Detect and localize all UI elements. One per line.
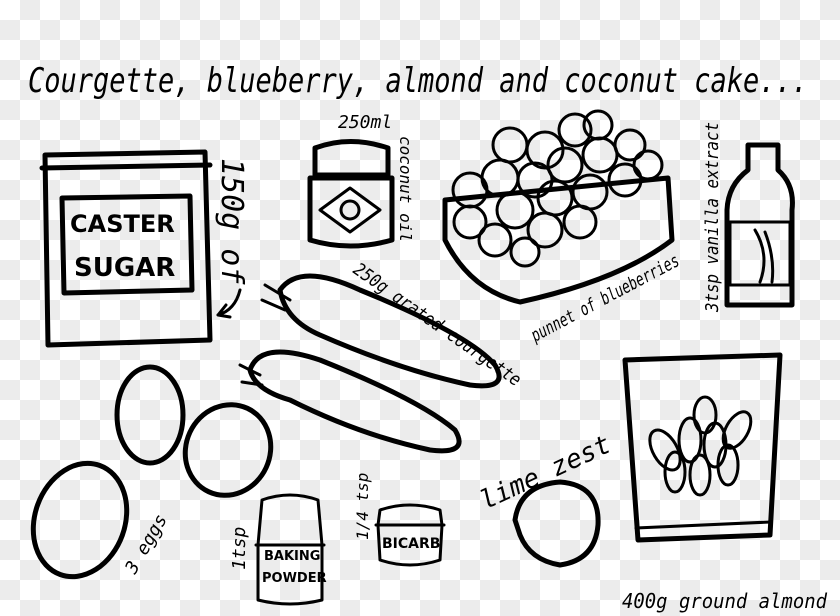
baking-powder-qty: 1tsp xyxy=(229,527,250,570)
bicarb-qty: 1/4 tsp xyxy=(353,473,372,540)
baking-powder-tub: BAKING POWDER xyxy=(254,493,327,606)
caster-sugar-bag: CASTER SUGAR xyxy=(39,149,213,348)
courgette-name: 250g grated courgette xyxy=(349,259,525,391)
vanilla-name: 3tsp vanilla extract xyxy=(702,122,723,313)
svg-text:CASTER: CASTER xyxy=(70,210,175,238)
blueberries-name: punnet of blueberries xyxy=(527,250,683,346)
blueberry-punnet xyxy=(442,109,675,305)
vanilla-bottle xyxy=(724,142,795,308)
svg-text:BICARB: BICARB xyxy=(382,536,440,552)
eggs xyxy=(30,364,274,580)
bicarb-tub: BICARB xyxy=(374,503,446,567)
coconut-oil-jar xyxy=(307,139,395,249)
svg-text:BAKING: BAKING xyxy=(264,549,320,564)
ground-almond-bag xyxy=(622,352,783,543)
coconut-oil-name: coconut oil xyxy=(396,136,415,242)
courgettes xyxy=(238,273,502,454)
svg-text:POWDER: POWDER xyxy=(262,571,327,586)
arrow-icon xyxy=(216,288,242,319)
svg-text:SUGAR: SUGAR xyxy=(74,253,175,283)
title: Courgette, blueberry, almond and coconut… xyxy=(28,61,808,101)
almond-name: 400g ground almond xyxy=(622,589,828,613)
coconut-oil-qty: 250ml xyxy=(338,112,392,133)
sugar-qty: 150g of xyxy=(214,158,249,285)
lime xyxy=(512,479,601,568)
